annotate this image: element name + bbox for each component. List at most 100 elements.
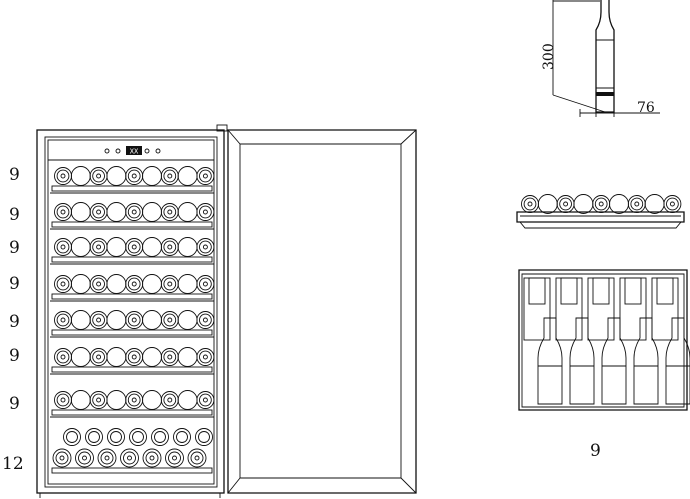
bottle	[142, 166, 162, 186]
bottle	[106, 390, 127, 410]
side-bottle-body	[619, 277, 647, 341]
bottle-cork	[149, 455, 155, 461]
shelf-detail-count: 9	[590, 441, 601, 461]
bottle-neck	[56, 393, 70, 407]
shelf-rail	[51, 409, 213, 416]
bottle-cork	[167, 209, 173, 215]
bottle	[151, 428, 169, 446]
side-bottle-inverted	[601, 317, 627, 405]
door-glass	[239, 143, 402, 479]
detail-bottle	[573, 194, 594, 214]
detail-bottle-neck	[666, 197, 679, 211]
detail-bottle	[644, 194, 665, 214]
bottle-neck	[92, 350, 105, 364]
bottle-neck	[199, 240, 212, 254]
bottle-neck	[127, 205, 141, 219]
bottle-neck	[176, 431, 188, 443]
bottle-cork	[202, 281, 208, 287]
shelf-rail	[51, 221, 213, 228]
shelf-row	[50, 237, 215, 265]
bottle-neck	[123, 451, 136, 465]
detail-bottle-cork	[598, 201, 604, 207]
bottle-neck	[56, 350, 70, 364]
side-bottle-inverted	[633, 317, 659, 405]
bottle-cork	[202, 244, 208, 250]
bottle	[187, 448, 207, 468]
door-bevel-br	[400, 477, 417, 494]
bottle	[107, 428, 125, 446]
bottle	[75, 448, 94, 468]
bottle-cork	[127, 455, 132, 461]
bottle	[142, 202, 162, 222]
bottle-cork	[202, 397, 208, 403]
bottle	[196, 348, 215, 366]
detail-bottle-neck	[594, 197, 608, 211]
detail-bottle-neck	[523, 197, 537, 211]
panel-button-4	[155, 148, 161, 154]
bottle-cork	[60, 244, 66, 250]
bottle-neck	[163, 205, 177, 219]
bottle	[97, 448, 117, 468]
bottle-neck	[78, 451, 91, 465]
bottle-cork	[96, 244, 102, 250]
bottle-neck	[127, 240, 141, 254]
bottle-cork	[96, 397, 102, 403]
bottle-neck	[163, 393, 177, 407]
side-bottle-inverted	[665, 317, 690, 405]
shelves	[50, 166, 215, 474]
detail-bottle-cork	[669, 201, 675, 207]
shelf-rail	[51, 256, 213, 263]
bottle-neck	[88, 431, 100, 443]
detail-rail	[516, 211, 685, 223]
detail-bottle-cork	[527, 201, 533, 207]
bottle-cork	[96, 209, 102, 215]
bottle-neck	[199, 277, 212, 291]
bottle-neck	[56, 169, 70, 183]
bottle-neck	[163, 313, 177, 327]
bottle-neck	[132, 431, 144, 443]
shelf-count-2: 9	[9, 205, 20, 225]
bottle	[196, 275, 215, 293]
shelf-row-bottom	[51, 428, 213, 474]
shelf-count-4: 9	[9, 274, 20, 294]
bottle	[106, 202, 127, 222]
detail-bottle-cork	[563, 201, 569, 207]
bottle	[70, 310, 91, 330]
bottle	[70, 166, 91, 186]
side-bottle-label	[656, 277, 674, 305]
bottle-neck	[110, 431, 122, 443]
bottle-cork	[131, 354, 137, 360]
bottle	[196, 311, 215, 329]
bottle-cork	[167, 354, 173, 360]
bottle-cork	[202, 354, 208, 360]
door-hinge	[216, 124, 228, 132]
bottle	[142, 390, 162, 410]
detail-tray-inner	[521, 273, 685, 408]
bottle-neck	[199, 350, 212, 364]
bottle	[196, 167, 215, 185]
door-bevel-tr	[400, 129, 417, 145]
side-bottle-label	[624, 277, 642, 305]
bottle-neck	[55, 451, 69, 465]
bottle	[142, 347, 162, 367]
bottle-height-label: 300	[541, 43, 557, 70]
side-bottle-body	[587, 277, 615, 341]
bottle	[70, 202, 91, 222]
bottle-neck	[92, 393, 105, 407]
bottle	[70, 274, 91, 294]
bottle	[63, 428, 81, 446]
bottle-neck	[100, 451, 114, 465]
bottle	[177, 202, 198, 222]
bottle	[52, 448, 72, 468]
shelf-rail	[51, 293, 213, 300]
bottle-cork	[60, 173, 66, 179]
bottle	[195, 428, 213, 446]
panel-button-2	[115, 148, 121, 154]
cabinet-inner-frame	[44, 136, 218, 488]
bottle-cork	[167, 397, 173, 403]
bottle-neck	[127, 169, 141, 183]
panel-button-3	[144, 148, 150, 154]
bottle-cork	[167, 317, 173, 323]
bottle-neck	[56, 313, 70, 327]
bottle-neck	[199, 393, 212, 407]
